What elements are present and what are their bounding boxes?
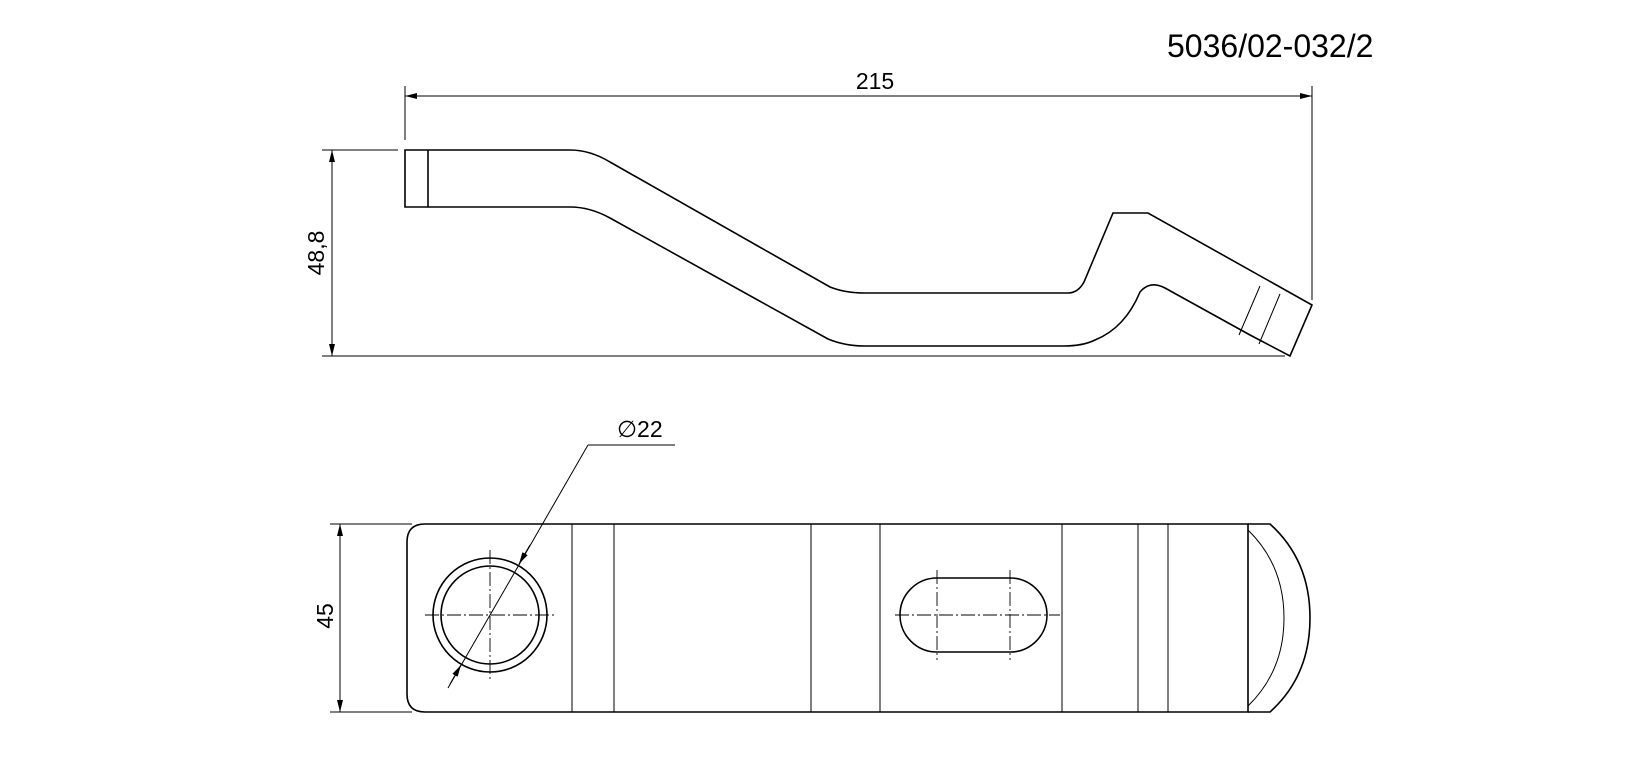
- dimension-height-label: 48,8: [303, 231, 329, 276]
- side-view-tip-line-1: [1238, 285, 1261, 336]
- top-view: ∅22 45: [312, 416, 1311, 713]
- diameter-leader-line: [447, 444, 589, 689]
- part-number: 5036/02-032/2: [1167, 28, 1373, 64]
- diameter-arrow-top: [518, 544, 531, 565]
- top-view-outline: [406, 523, 1249, 713]
- top-view-rounded-end: [1248, 523, 1311, 713]
- side-view-tip-line-2: [1258, 293, 1281, 345]
- slot-outline: [899, 577, 1048, 653]
- dimension-length-label: 215: [856, 68, 894, 94]
- top-view-rounded-end-inner: [1247, 529, 1285, 707]
- diameter-label: ∅22: [617, 416, 663, 442]
- side-view: 215 48,8: [303, 68, 1314, 358]
- diameter-arrow-bottom: [449, 664, 462, 685]
- side-view-outline: [404, 149, 1314, 358]
- dimension-width-label: 45: [312, 603, 338, 629]
